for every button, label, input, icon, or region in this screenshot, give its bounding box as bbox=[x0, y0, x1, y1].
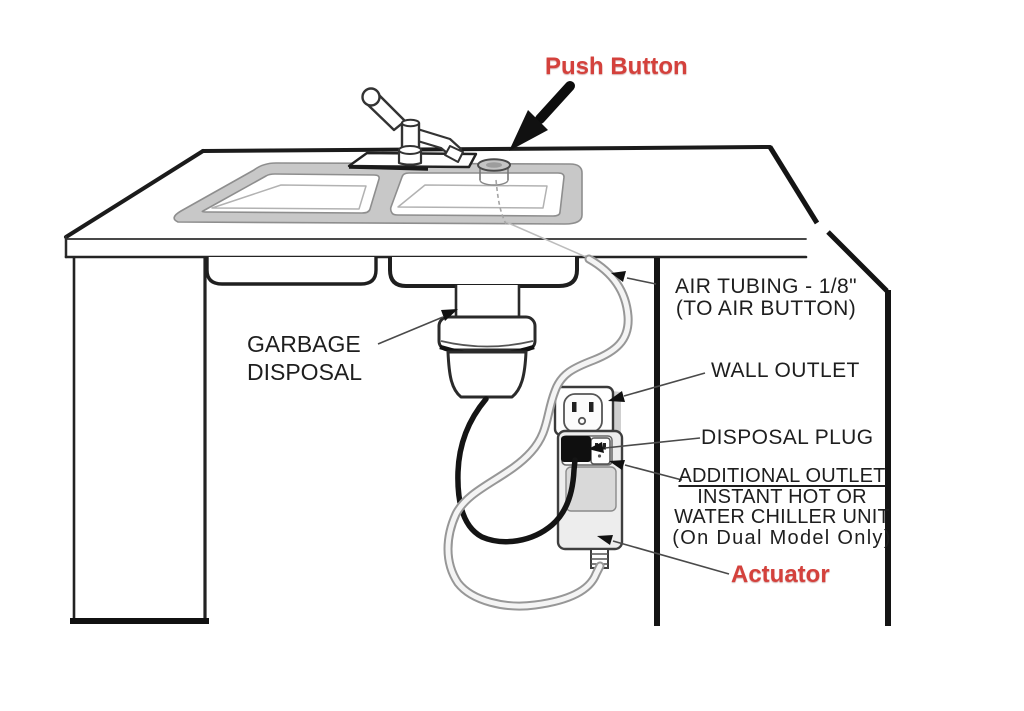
annotation-arrows bbox=[377, 81, 730, 575]
tube-behind-counter-hint bbox=[505, 221, 587, 258]
outlet-receptacle bbox=[563, 393, 603, 433]
push-button-arrow-shaft bbox=[535, 81, 575, 124]
outlet-slot-left bbox=[572, 402, 577, 412]
outlet-slot-right bbox=[589, 402, 594, 412]
outlet-shadow bbox=[612, 391, 621, 438]
faucet-handle-knob bbox=[361, 87, 381, 107]
garbage-disposal-unit bbox=[437, 285, 537, 399]
actuator-arrowhead bbox=[597, 535, 613, 545]
additional-outlet-label-line4: (On Dual Model Only) bbox=[672, 526, 892, 549]
air-tubing-leader bbox=[626, 277, 657, 285]
push-button-arrowhead bbox=[509, 110, 548, 151]
counter-back-edge bbox=[201, 145, 772, 153]
garbage-disposal-label-line1: GARBAGE bbox=[247, 331, 361, 357]
air-tubing-label: AIR TUBING - 1/8" (TO AIR BUTTON) bbox=[660, 275, 872, 321]
air-tube bbox=[443, 254, 633, 611]
garbage-arrowhead bbox=[441, 309, 458, 321]
power-cord bbox=[455, 396, 578, 545]
disposal-plug-label: DISPOSAL PLUG bbox=[701, 426, 874, 449]
faucet bbox=[347, 87, 478, 171]
air-tubing-label-line2: (TO AIR BUTTON) bbox=[675, 297, 857, 321]
disposal-neck bbox=[454, 285, 521, 321]
wall-outlet-leader bbox=[623, 372, 706, 397]
counter-left-edge bbox=[64, 149, 205, 239]
sink-underside-left bbox=[205, 257, 378, 286]
left-bowl-floor bbox=[211, 184, 367, 210]
additional-outlet-arrowhead bbox=[609, 460, 625, 470]
air-tubing-arrowhead bbox=[611, 271, 626, 282]
wall-outlet-label: WALL OUTLET bbox=[711, 359, 860, 382]
garbage-leader bbox=[377, 316, 444, 345]
air-tubing-label-line1: AIR TUBING - 1/8" bbox=[675, 275, 857, 298]
outlet-ground-hole bbox=[577, 416, 587, 426]
actuator-mid-panel bbox=[565, 466, 617, 512]
faucet-deck-edge bbox=[348, 165, 429, 171]
button-tube-hint bbox=[495, 179, 507, 225]
right-bowl-floor bbox=[397, 184, 548, 209]
table-leg bbox=[70, 258, 209, 624]
disposal-plug-arrowhead bbox=[588, 442, 604, 453]
disposal-plug-leader bbox=[604, 437, 701, 449]
sink-rim-band bbox=[173, 162, 583, 225]
disposal-plug-device bbox=[561, 436, 591, 462]
disposal-flange bbox=[437, 315, 537, 352]
wall-outlet-arrowhead bbox=[608, 391, 625, 402]
additional-outlet-label-line1: ADDITIONAL OUTLET bbox=[678, 465, 886, 487]
faucet-spout-tip bbox=[444, 145, 464, 163]
wall-outlet-device bbox=[553, 385, 621, 438]
actuator-unit bbox=[556, 429, 624, 569]
right-wall bbox=[767, 145, 891, 626]
garbage-disposal-label: GARBAGE DISPOSAL bbox=[247, 330, 362, 386]
additional-outlet-label: ADDITIONAL OUTLET INSTANT HOT OR WATER C… bbox=[672, 466, 892, 548]
actuator-label: Actuator bbox=[731, 561, 830, 588]
additional-outlet-leader bbox=[624, 464, 683, 481]
additional-outlet-label-line2: INSTANT HOT OR bbox=[697, 485, 867, 508]
additional-outlet-label-line3: WATER CHILLER UNIT bbox=[674, 506, 890, 528]
garbage-disposal-label-line2: DISPOSAL bbox=[247, 359, 363, 385]
faucet-column-top bbox=[401, 118, 420, 128]
push-button-label: Push Button bbox=[545, 53, 688, 80]
sink-underside-right bbox=[388, 257, 579, 288]
actuator-leader bbox=[612, 540, 730, 575]
disposal-body bbox=[446, 350, 528, 399]
sink-rim bbox=[173, 162, 587, 258]
push-button-device bbox=[477, 158, 511, 225]
faucet-base-top bbox=[398, 145, 422, 155]
